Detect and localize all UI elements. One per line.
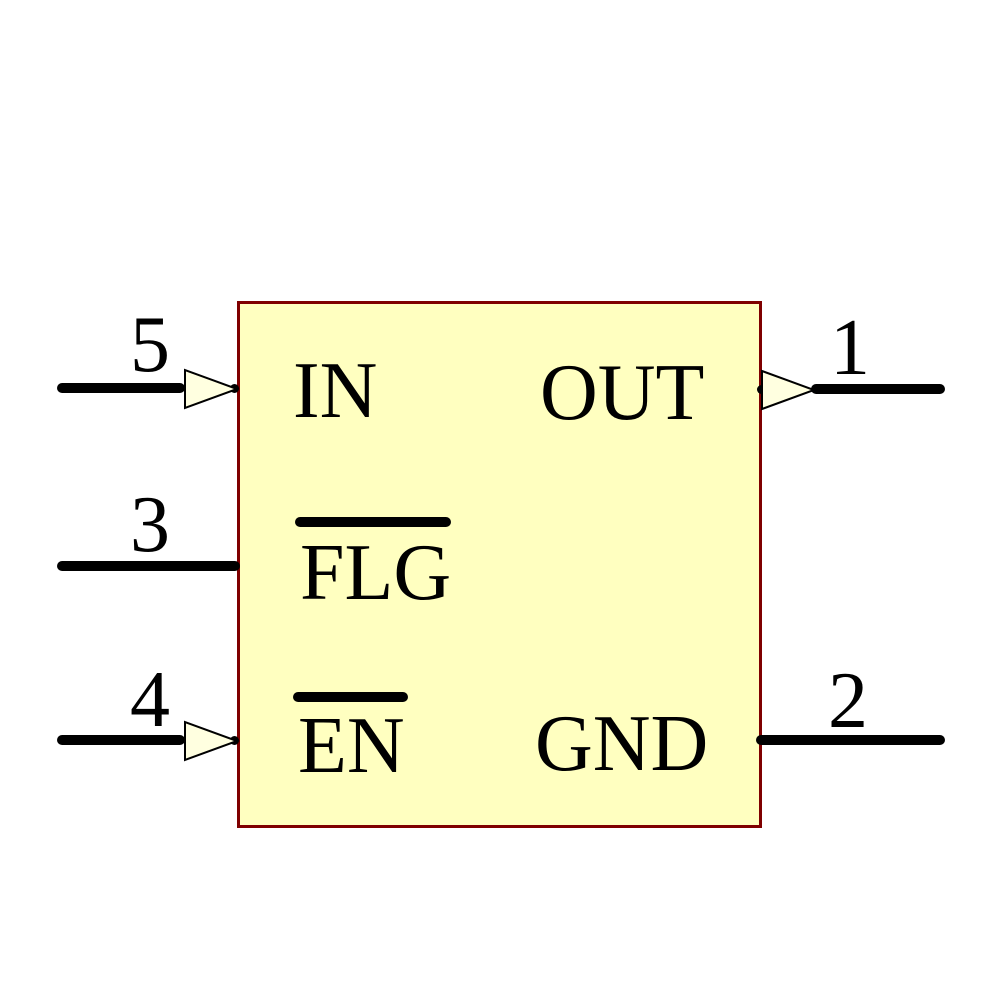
pin-wire-5-in[interactable] bbox=[57, 383, 185, 393]
pin-label-gnd: GND bbox=[535, 700, 709, 788]
pin-label-out: OUT bbox=[540, 349, 705, 437]
pin-label-in: IN bbox=[293, 347, 378, 435]
pin-number-2: 2 bbox=[828, 657, 868, 745]
pin-number-4: 4 bbox=[130, 656, 170, 744]
pin-label-flg: FLG bbox=[300, 529, 452, 617]
pin-label-en: EN bbox=[298, 702, 405, 790]
output-arrow-icon-pin1 bbox=[761, 369, 817, 411]
pin-number-3: 3 bbox=[130, 481, 170, 569]
pin-number-1: 1 bbox=[830, 304, 870, 392]
pin-wire-3-flg[interactable] bbox=[57, 561, 240, 571]
ic-body[interactable] bbox=[237, 301, 762, 828]
pin-wire-1-out[interactable] bbox=[811, 384, 945, 394]
input-arrow-icon-pin4 bbox=[184, 720, 240, 762]
pin-wire-4-en[interactable] bbox=[57, 735, 185, 745]
pin-number-5: 5 bbox=[130, 301, 170, 389]
input-arrow-icon-pin5 bbox=[184, 368, 240, 410]
pin-wire-2-gnd[interactable] bbox=[756, 735, 945, 745]
en-active-low-overbar bbox=[293, 692, 408, 702]
flg-active-low-overbar bbox=[295, 517, 451, 527]
